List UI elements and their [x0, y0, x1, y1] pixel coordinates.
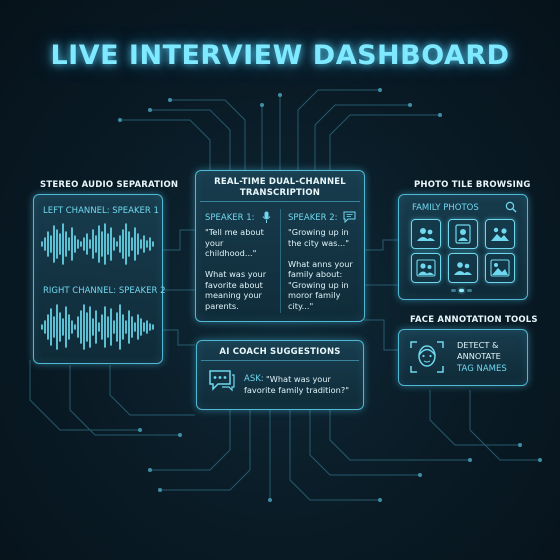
photo-tile[interactable]	[485, 253, 515, 283]
pagination-dot[interactable]	[451, 289, 456, 292]
family-photo-icon	[416, 259, 436, 277]
speaker2-line: "Growing up in	[288, 227, 349, 237]
coach-panel: AI COACH SUGGESTIONS ASK: "What was your…	[196, 340, 364, 410]
speaker2-line: family about:	[288, 269, 343, 279]
coach-divider	[201, 360, 359, 361]
coach-ask-line2: favorite family tradition?"	[244, 385, 349, 395]
speaker1-line: meaning your	[205, 290, 262, 300]
heading-divider	[200, 201, 360, 202]
faces-heading: FACE ANNOTATION TOOLS	[410, 315, 538, 325]
transcription-heading-line2: TRANSCRIPTION	[239, 188, 321, 198]
speaker1-line	[205, 259, 277, 270]
speaker1-line: "Tell me about	[205, 227, 264, 237]
speaker2-line: the city was..."	[288, 237, 350, 248]
speaker2-line: city..."	[288, 300, 314, 311]
faces-line3: TAG NAMES	[457, 364, 507, 374]
speaker2-line: "Growing up in	[288, 279, 349, 290]
speaker1-line: parents.	[205, 300, 239, 311]
audio-heading: STEREO AUDIO SEPARATION	[40, 180, 179, 190]
photo-tile[interactable]	[485, 219, 515, 249]
face-scan-icon	[410, 341, 444, 373]
right-channel-label: RIGHT CHANNEL: SPEAKER 2	[43, 286, 166, 296]
left-channel-label: LEFT CHANNEL: SPEAKER 1	[43, 206, 159, 216]
photo-tile[interactable]	[411, 253, 441, 283]
dashboard-title: LIVE INTERVIEW DASHBOARD	[50, 40, 510, 71]
speaker2-line	[288, 248, 360, 259]
audio-panel: LEFT CHANNEL: SPEAKER 1 RIGHT CHANNEL: S…	[33, 194, 166, 364]
speaker1-line: What was your	[205, 269, 267, 279]
pagination-dot-active[interactable]	[459, 289, 464, 292]
right-channel-waveform	[41, 304, 154, 350]
portrait-photo-icon	[455, 224, 471, 244]
speaker1-label: SPEAKER 1:	[205, 213, 255, 223]
speaker1-line: favorite about	[205, 279, 263, 290]
microphone-icon	[262, 211, 271, 223]
faces-panel: DETECT & ANNOTATE TAG NAMES	[398, 329, 528, 386]
coach-chat-icon	[209, 370, 235, 392]
pagination-dots[interactable]	[451, 289, 479, 292]
photo-tile[interactable]	[448, 219, 478, 249]
family-photo-icon	[417, 228, 435, 241]
speaker1-line: your childhood..."	[205, 237, 257, 259]
photos-heading: PHOTO TILE BROWSING	[414, 180, 531, 190]
landscape-photo-icon	[491, 227, 509, 241]
speaker2-transcript: "Growing up in the city was..." What ann…	[288, 227, 360, 311]
photo-tile[interactable]	[411, 219, 441, 249]
faces-line1: DETECT &	[457, 340, 499, 350]
group-photo-icon	[454, 262, 472, 275]
speaker1-transcript: "Tell me about your childhood..." What w…	[205, 227, 277, 311]
landscape-photo-icon	[490, 259, 510, 277]
coach-heading: AI COACH SUGGESTIONS	[219, 347, 341, 357]
speaker2-label: SPEAKER 2:	[288, 213, 338, 223]
photos-panel: FAMILY PHOTOS	[398, 194, 528, 300]
speaker-divider	[280, 209, 281, 313]
chat-bubble-icon	[343, 211, 356, 223]
photo-tile[interactable]	[448, 253, 478, 283]
faces-line2: ANNOTATE	[457, 351, 501, 361]
photos-folder-label: FAMILY PHOTOS	[412, 203, 479, 213]
coach-ask-line1: "What was your	[266, 374, 331, 384]
transcription-panel: REAL-TIME DUAL-CHANNEL TRANSCRIPTION SPE…	[195, 170, 365, 322]
pagination-dot[interactable]	[467, 289, 472, 292]
search-icon[interactable]	[505, 201, 517, 213]
transcription-heading-line1: REAL-TIME DUAL-CHANNEL	[214, 177, 346, 187]
speaker2-line: moror family	[288, 290, 341, 300]
coach-ask-label: ASK:	[244, 374, 264, 384]
speaker2-line: What anns your	[288, 258, 353, 269]
left-channel-waveform	[41, 223, 154, 265]
